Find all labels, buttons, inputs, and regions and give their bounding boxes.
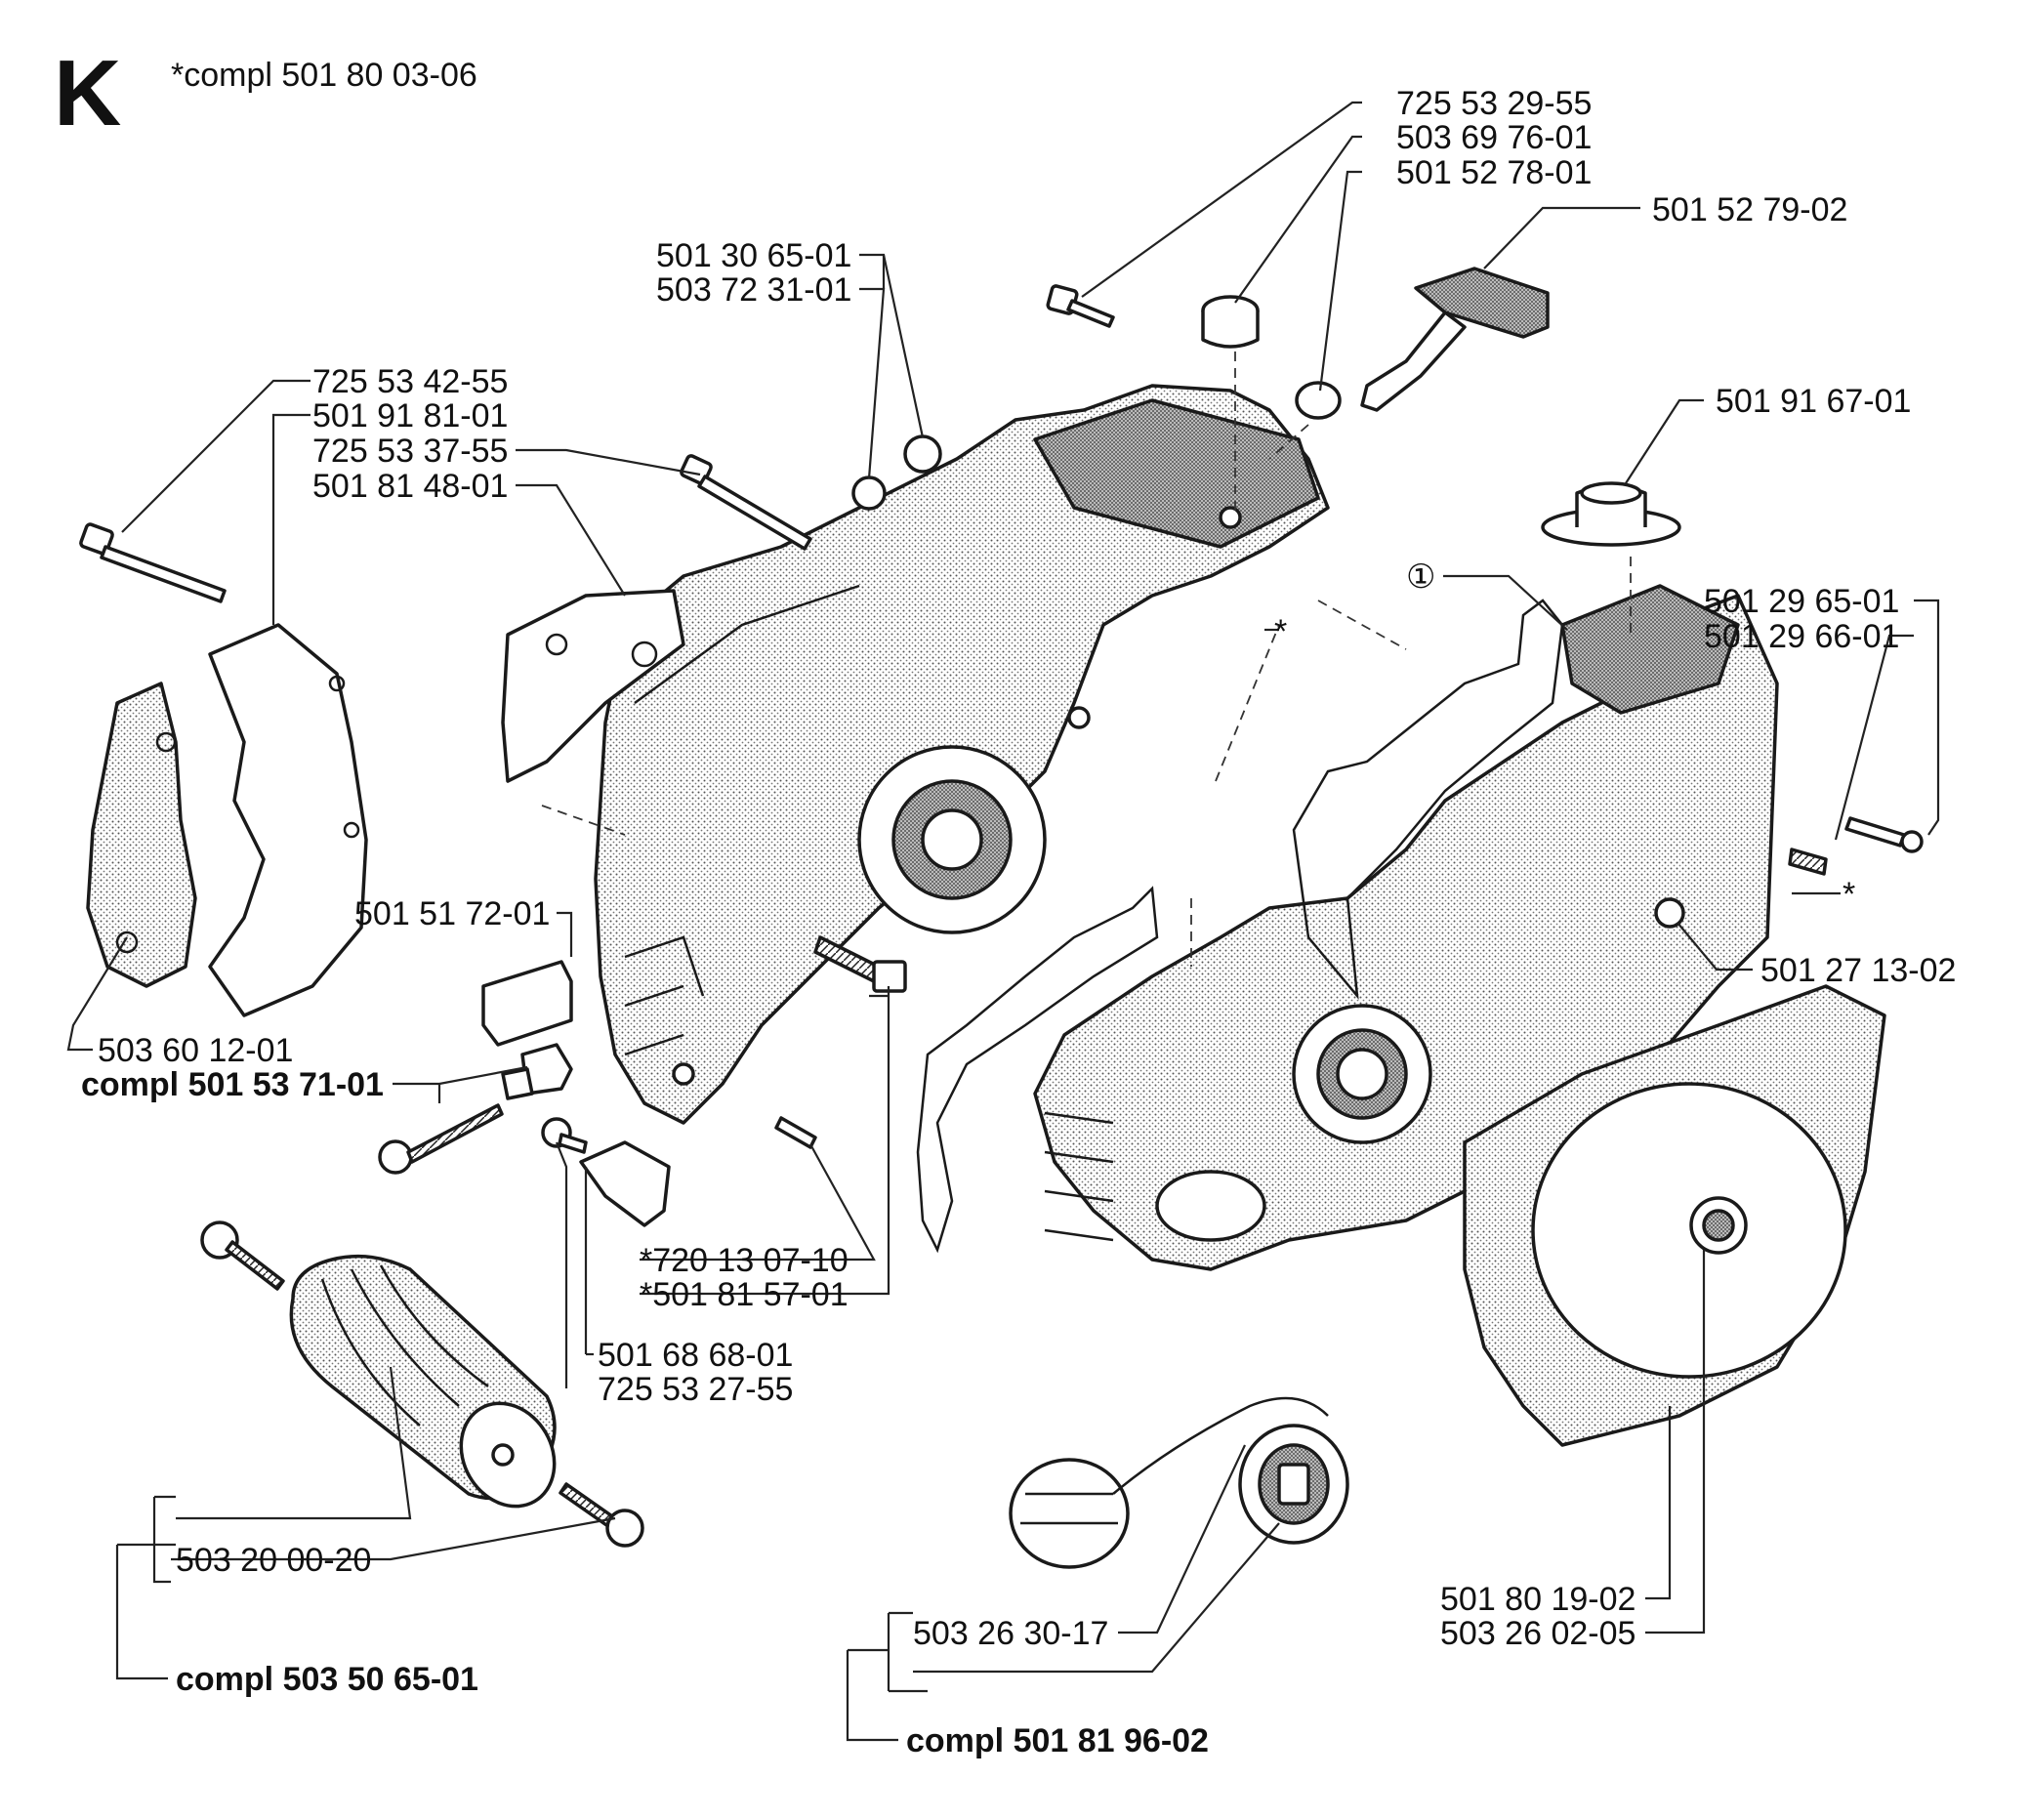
callout-1: ① [1406, 558, 1435, 596]
label-503-60-12-01: 503 60 12-01 [98, 1032, 293, 1069]
spring-and-bolt-501-29-65-01 [1788, 816, 1924, 876]
chain-tensioner-block-501-51-72-01 [481, 960, 573, 1047]
label-720-13-07-10: *720 13 07-10 [640, 1242, 849, 1279]
label-503-69-76-01: 503 69 76-01 [1396, 119, 1592, 156]
oil-cap-503-26-30-17 [1009, 1396, 1349, 1569]
label-501-52-79-02: 501 52 79-02 [1652, 191, 1847, 228]
bumper-plate [86, 682, 197, 988]
chain-catcher-plate [208, 623, 368, 1017]
star-marker-top: * [1274, 613, 1287, 650]
label-725-53-27-55: 725 53 27-55 [598, 1371, 793, 1408]
label-501-91-67-01: 501 91 67-01 [1716, 383, 1911, 420]
label-501-30-65-01: 501 30 65-01 [656, 237, 851, 274]
label-503-20-00-20: 503 20 00-20 [176, 1542, 371, 1579]
label-501-27-13-02: 501 27 13-02 [1760, 952, 1956, 989]
label-501-81-48-01: 501 81 48-01 [312, 468, 508, 505]
oil-tank-cap-501-91-67-01 [1541, 481, 1681, 547]
label-501-51-72-01: 501 51 72-01 [354, 895, 550, 932]
label-503-26-02-05: 503 26 02-05 [1440, 1615, 1636, 1652]
long-bolt-left [79, 522, 227, 603]
av-spring-503-20-00-20 [200, 1220, 644, 1548]
star-marker-right: * [1843, 876, 1855, 913]
part-labels: 725 53 29-55 503 69 76-01 501 52 78-01 5… [81, 85, 1956, 1759]
tensioner-screw [378, 1103, 504, 1175]
label-501-29-65-01: 501 29 65-01 [1704, 583, 1899, 620]
label-501-80-19-02: 501 80 19-02 [1440, 1581, 1636, 1618]
leader-lines [66, 101, 1940, 1742]
label-501-29-66-01: 501 29 66-01 [1704, 618, 1899, 655]
bar-bolt-501-81-57-01 [813, 935, 907, 993]
rubber-buffer-503-69-76-01 [1201, 295, 1260, 349]
top-bolt-725-53-29-55 [1046, 284, 1115, 328]
label-501-91-81-01: 501 91 81-01 [312, 397, 508, 434]
label-501-68-68-01: 501 68 68-01 [598, 1337, 793, 1374]
label-725-53-37-55: 725 53 37-55 [312, 433, 508, 470]
handle-bracket-501-52-79-02 [1360, 267, 1550, 412]
label-503-26-30-17: 503 26 30-17 [913, 1615, 1108, 1652]
section-letter: K [54, 41, 121, 145]
chain-guide-plate [501, 589, 685, 783]
nut-501-52-78-01 [1295, 381, 1342, 420]
label-725-53-29-55: 725 53 29-55 [1396, 85, 1592, 122]
chain-catcher-501-68-68-01 [541, 1117, 671, 1227]
assembly-note: *compl 501 80 03-06 [171, 57, 477, 94]
label-compl-503-50-65-01: compl 503 50 65-01 [176, 1661, 478, 1698]
pin-720-13-07-10 [774, 1116, 817, 1149]
long-bolt-top [680, 454, 812, 551]
tensioner-nut [501, 1043, 573, 1100]
label-compl-501-81-96-02: compl 501 81 96-02 [906, 1722, 1209, 1759]
label-501-52-78-01: 501 52 78-01 [1396, 154, 1592, 191]
label-501-81-57-01: *501 81 57-01 [640, 1276, 849, 1313]
left-crankcase-half [594, 384, 1330, 1125]
label-725-53-42-55: 725 53 42-55 [312, 363, 508, 400]
label-503-72-31-01: 503 72 31-01 [656, 271, 851, 309]
starter-cover-501-80-19-02 [1463, 984, 1886, 1447]
label-compl-501-53-71-01: compl 501 53 71-01 [81, 1066, 384, 1103]
